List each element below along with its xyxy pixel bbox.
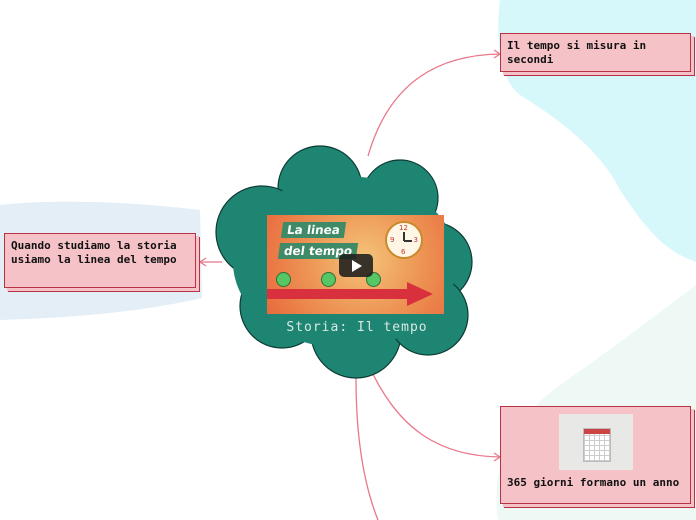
connector-down (355, 377, 379, 520)
timeline-marker-icon (276, 272, 291, 287)
video-thumbnail[interactable]: La linea del tempo 12 3 6 9 (267, 215, 444, 314)
calendar-icon (583, 428, 611, 462)
topic-note-year[interactable]: 365 giorni formano un anno (500, 406, 691, 504)
play-button-icon[interactable] (339, 254, 373, 277)
connector-bottom (371, 371, 501, 458)
clock-number-3: 3 (413, 236, 418, 244)
connector-left-arrow (198, 257, 207, 267)
timeline-arrowhead-icon (407, 282, 433, 306)
connector-top (367, 53, 501, 157)
topic-note-text: Quando studiamo la storia usiamo la line… (11, 239, 177, 266)
topic-note-timeline[interactable]: Quando studiamo la storia usiamo la line… (4, 233, 196, 288)
clock-number-9: 9 (390, 236, 395, 244)
clock-hand-hour (403, 232, 405, 241)
video-title-line1: La linea (280, 222, 347, 238)
clock-number-12: 12 (399, 224, 408, 232)
clock-number-6: 6 (401, 248, 406, 256)
topic-note-text: 365 giorni formano un anno (507, 476, 680, 489)
timeline-marker-icon (321, 272, 336, 287)
topic-note-seconds[interactable]: Il tempo si misura in secondi (500, 33, 691, 72)
central-topic-label: Storia: Il tempo (286, 320, 428, 335)
timeline-arrow-shaft (267, 289, 417, 299)
topic-note-text: Il tempo si misura in secondi (507, 39, 647, 66)
clock-hand-minute (404, 240, 412, 242)
clock-icon: 12 3 6 9 (385, 221, 423, 259)
calendar-photo (559, 414, 633, 470)
